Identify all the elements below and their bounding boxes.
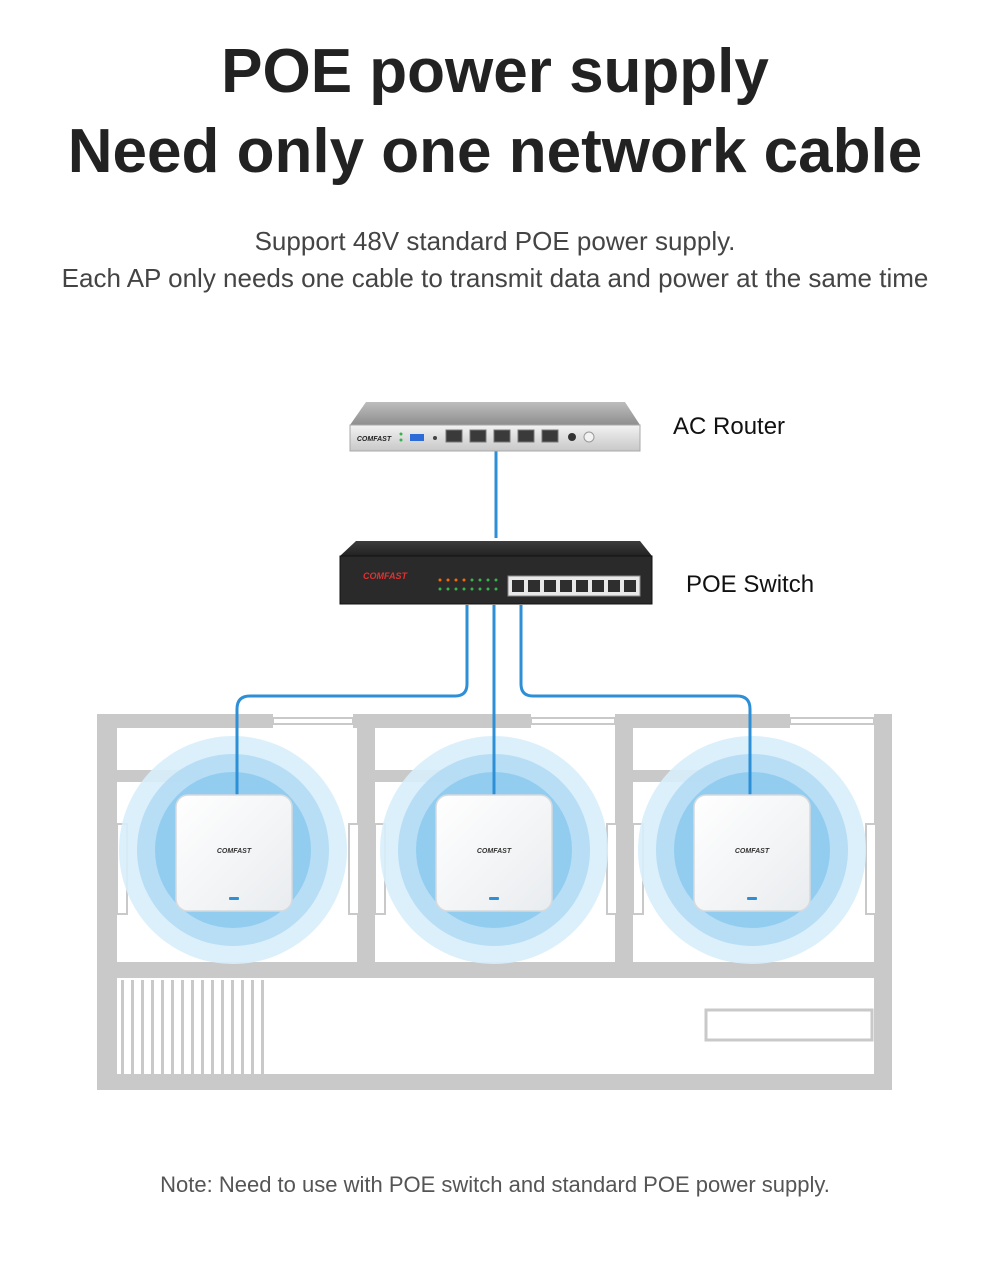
power-port-icon	[568, 433, 576, 441]
switch-status-leds	[438, 578, 498, 591]
footer-note: Note: Need to use with POE switch and st…	[160, 1172, 830, 1197]
cable-switch-ap-3	[519, 605, 752, 800]
title-line-2: Need only one network cable	[67, 117, 923, 186]
ap-led-icon	[489, 897, 499, 900]
reset-button-icon	[583, 431, 595, 443]
router-label: AC Router	[673, 413, 785, 440]
ac-router-device: COMFAST	[349, 402, 641, 452]
switch-brand-label: COMFAST	[363, 571, 409, 581]
router-brand-label: COMFAST	[357, 436, 392, 443]
switch-ethernet-ports	[512, 580, 636, 592]
network-diagram: COMFAST COMFAST COMFAST COMFAST AC Route…	[97, 402, 892, 1090]
subtitle-line-1: Support 48V standard POE power supply.	[254, 226, 736, 256]
router-ethernet-ports	[445, 429, 559, 443]
usb-port-icon	[410, 434, 424, 441]
cable-switch-ap-1	[235, 605, 469, 800]
ap-brand-label: COMFAST	[477, 848, 512, 855]
ap-brand-label: COMFAST	[735, 848, 770, 855]
floor-plan	[97, 714, 892, 1090]
access-point-3: COMFAST	[693, 794, 811, 912]
network-cables	[235, 451, 752, 800]
ap-brand-label: COMFAST	[217, 848, 252, 855]
switch-label: POE Switch	[686, 571, 814, 598]
ap-led-icon	[229, 897, 239, 900]
poe-switch-device: COMFAST	[339, 541, 653, 605]
ap-led-icon	[747, 897, 757, 900]
access-point-2: COMFAST	[435, 794, 553, 912]
title-line-1: POE power supply	[221, 37, 769, 106]
subtitle-line-2: Each AP only needs one cable to transmit…	[61, 263, 929, 293]
access-point-1: COMFAST	[175, 794, 293, 912]
